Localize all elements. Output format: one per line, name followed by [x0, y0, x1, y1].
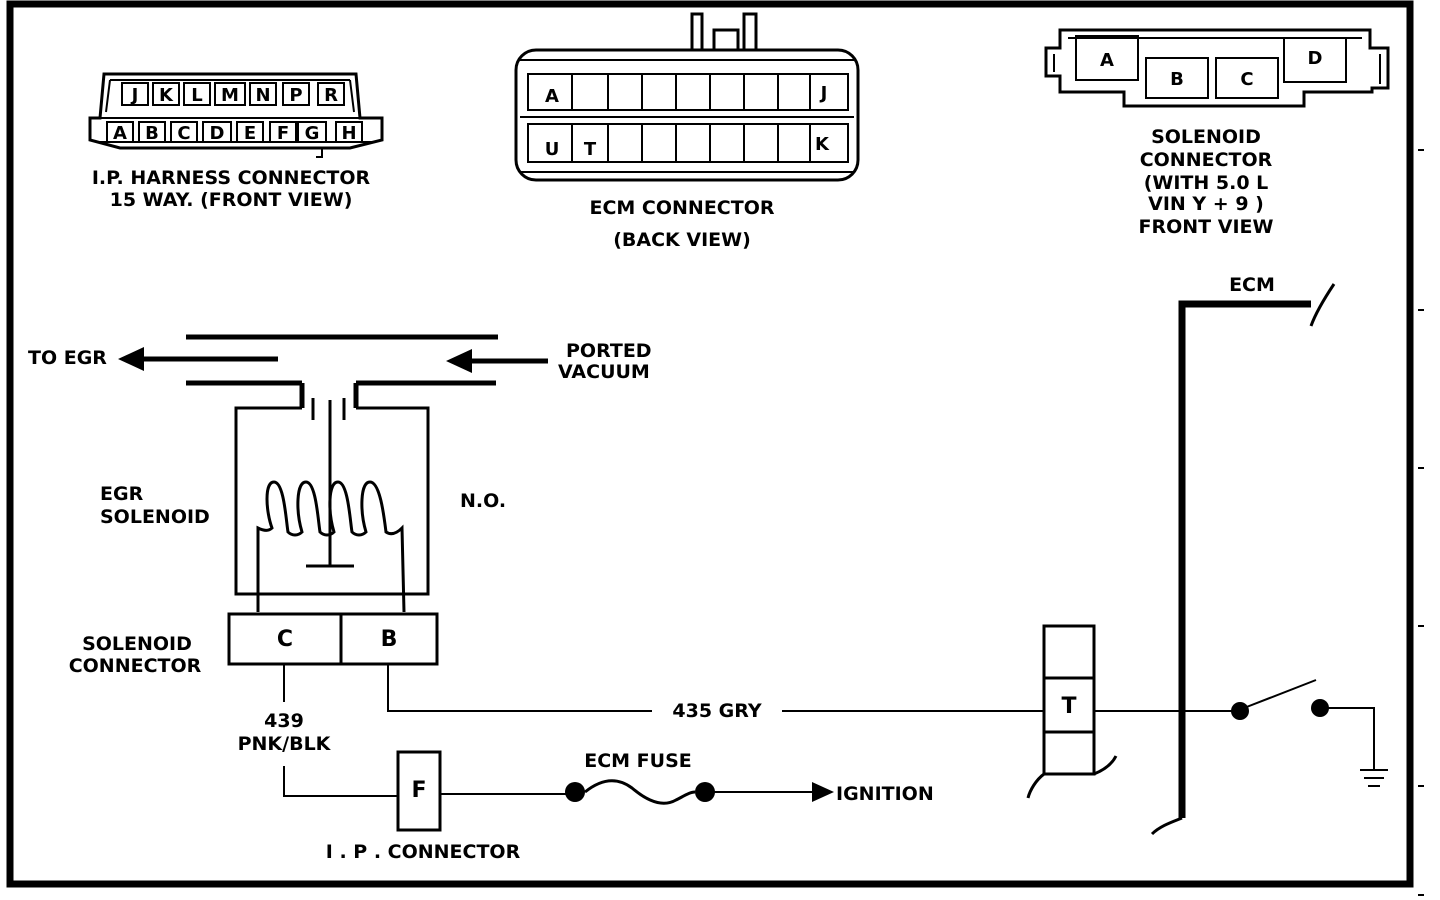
- sol-view-pin-c: C: [1240, 69, 1253, 90]
- ip-pin-f: F: [277, 123, 289, 144]
- solenoid-connector-label-2: CONNECTOR: [69, 655, 202, 677]
- ip-connector-label: I . P . CONNECTOR: [326, 841, 521, 863]
- fuse-icon: [584, 779, 696, 805]
- egr-solenoid: EGR SOLENOID N.O.: [100, 398, 506, 613]
- ip-harness-title-2: 15 WAY. (FRONT VIEW): [110, 189, 353, 211]
- ip-harness-title-1: I.P. HARNESS CONNECTOR: [92, 167, 371, 189]
- ecm-fuse-label: ECM FUSE: [584, 750, 692, 772]
- sol-view-title-1: SOLENOID: [1151, 126, 1261, 148]
- ip-connector-f: F I . P . CONNECTOR: [326, 750, 521, 863]
- ip-pin-d: D: [210, 123, 225, 144]
- to-egr-arrow-icon: [118, 347, 144, 371]
- ecm-label: ECM: [1229, 274, 1275, 296]
- ecm-internal-switch: [1094, 679, 1388, 787]
- ecm-pin-u: U: [545, 139, 560, 160]
- to-egr-label: TO EGR: [28, 347, 107, 369]
- egr-solenoid-label-1: EGR: [100, 483, 144, 505]
- sol-view-pin-b: B: [1170, 69, 1184, 90]
- ecm-pin-k: K: [815, 134, 830, 155]
- edge-ticks: [1418, 149, 1424, 896]
- sol-view-title-4: VIN Y + 9 ): [1148, 193, 1264, 215]
- ip-pin-c: C: [177, 123, 190, 144]
- ip-pin-n: N: [255, 85, 270, 106]
- ported-vacuum-label-2: VACUUM: [558, 361, 650, 383]
- wire-435-gry-label: 435 GRY: [672, 700, 761, 722]
- wire-439-color: PNK/BLK: [238, 733, 332, 755]
- sol-view-title-2: CONNECTOR: [1140, 149, 1273, 171]
- solenoid-pin-b: B: [381, 627, 398, 652]
- egr-solenoid-label-2: SOLENOID: [100, 506, 210, 528]
- switch-icon: [1243, 679, 1317, 709]
- wires: 435 GRY 439 PNK/BLK: [238, 664, 1044, 797]
- diagram-border: [6, 0, 1414, 888]
- ecm-connector: A J U T K ECM CONNECTOR (BACK VIEW): [514, 12, 860, 251]
- ip-pin-h: H: [341, 123, 356, 144]
- wire-439-number: 439: [264, 710, 304, 732]
- ecm-fuse: ECM FUSE IGNITION: [565, 750, 934, 805]
- ecm-pin-t-terminal: T: [1061, 694, 1076, 719]
- sol-view-title-3: (WITH 5.0 L: [1144, 172, 1269, 194]
- ip-pin-e: E: [244, 123, 256, 144]
- sol-view-pin-a: A: [1100, 50, 1114, 71]
- ip-pin-k: K: [159, 85, 174, 106]
- ported-vacuum-label-1: PORTED: [566, 340, 652, 362]
- vacuum-lines: TO EGR PORTED VACUUM: [28, 334, 652, 408]
- ignition-arrow-icon: [812, 782, 834, 802]
- coil-icon: [256, 480, 406, 613]
- ip-pin-j: J: [130, 85, 139, 106]
- ecm-pin-j: J: [819, 83, 828, 104]
- ecm-terminal: T: [1026, 624, 1118, 799]
- ip-pin-b: B: [145, 123, 159, 144]
- ported-vacuum-arrow-icon: [446, 349, 472, 373]
- ignition-label: IGNITION: [836, 783, 934, 805]
- sol-view-title-5: FRONT VIEW: [1139, 216, 1274, 238]
- sol-view-pin-d: D: [1308, 48, 1323, 69]
- ip-harness-connector: J K L M N P R A B C D E F G H I.P. HARNE…: [88, 72, 384, 211]
- solenoid-pin-c: C: [277, 627, 293, 652]
- ecm-connector-title-1: ECM CONNECTOR: [589, 197, 774, 219]
- solenoid-connector-label-1: SOLENOID: [82, 633, 192, 655]
- ecm-pin-t: T: [584, 139, 597, 160]
- solenoid-connector-front-view: A B C D SOLENOID CONNECTOR (WITH 5.0 L V…: [1044, 28, 1390, 238]
- ip-pin-a: A: [113, 123, 127, 144]
- ip-pin-r: R: [324, 85, 338, 106]
- ip-connector-pin-f: F: [411, 778, 426, 803]
- ground-icon: [1360, 769, 1388, 787]
- ip-pin-p: P: [289, 85, 302, 106]
- ecm-module-boundary: ECM: [1150, 274, 1336, 836]
- ip-pin-g: G: [305, 123, 320, 144]
- ip-pin-m: M: [221, 85, 239, 106]
- ecm-pin-a: A: [545, 86, 559, 107]
- normally-open-label: N.O.: [460, 490, 506, 512]
- solenoid-connector: C B SOLENOID CONNECTOR: [69, 612, 439, 677]
- ip-pin-l: L: [191, 85, 202, 106]
- ecm-connector-title-2: (BACK VIEW): [613, 229, 751, 251]
